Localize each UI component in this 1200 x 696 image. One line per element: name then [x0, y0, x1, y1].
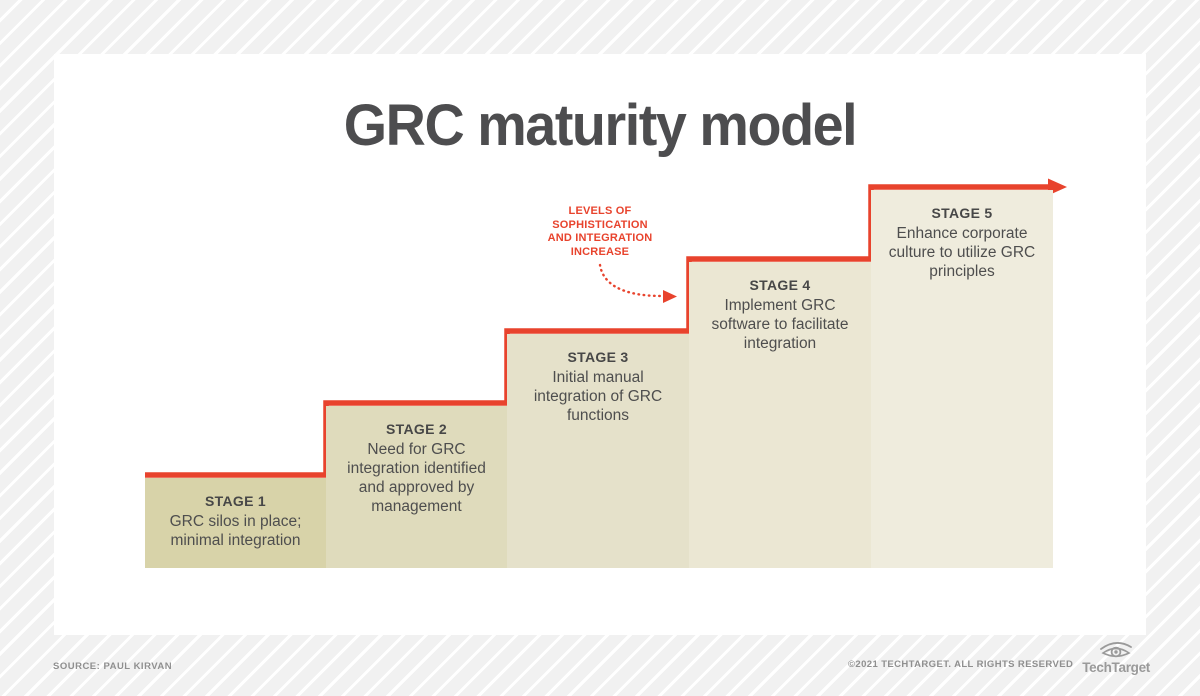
- source-credit: SOURCE: PAUL KIRVAN: [53, 661, 173, 672]
- stage-block-4: STAGE 4 Implement GRC software to facili…: [689, 262, 871, 568]
- page-title: GRC maturity model: [343, 93, 858, 158]
- levels-annotation: LEVELS OF SOPHISTICATION AND INTEGRATION…: [547, 205, 653, 258]
- stage-label: STAGE 4: [749, 277, 811, 293]
- stage-description: Enhance corporate culture to utilize GRC…: [888, 225, 1036, 280]
- stage-block-5: STAGE 5 Enhance corporate culture to uti…: [871, 190, 1053, 568]
- copyright-text: ©2021 TECHTARGET. ALL RIGHTS RESERVED: [848, 658, 1074, 670]
- stage-block-2: STAGE 2 Need for GRC integration identif…: [326, 406, 507, 568]
- stage-label: STAGE 2: [386, 421, 447, 437]
- stage-description: Initial manual integration of GRC functi…: [533, 369, 663, 424]
- annotation-dotted-curve: [598, 263, 664, 298]
- stage-description: Need for GRC integration identified and …: [347, 441, 486, 515]
- stage-label: STAGE 1: [205, 493, 266, 509]
- stage-label: STAGE 3: [567, 349, 629, 365]
- infographic-panel: GRC maturity model LEVELS OF SOPHISTICAT…: [54, 54, 1146, 635]
- stage-description: GRC silos in place; minimal integration: [169, 513, 302, 549]
- footer-right: ©2021 TECHTARGET. ALL RIGHTS RESERVED Te…: [848, 640, 1150, 675]
- stage-label: STAGE 5: [931, 205, 993, 221]
- annotation-arrowhead: [663, 290, 677, 303]
- eye-icon: [1100, 642, 1133, 658]
- stage-block-3: STAGE 3 Initial manual integration of GR…: [507, 334, 689, 568]
- brand-name: TechTarget: [1082, 660, 1150, 675]
- techtarget-logo: TechTarget: [1082, 640, 1150, 675]
- stage-block-1: STAGE 1 GRC silos in place; minimal inte…: [145, 478, 326, 568]
- stage-description: Implement GRC software to facilitate int…: [711, 297, 849, 352]
